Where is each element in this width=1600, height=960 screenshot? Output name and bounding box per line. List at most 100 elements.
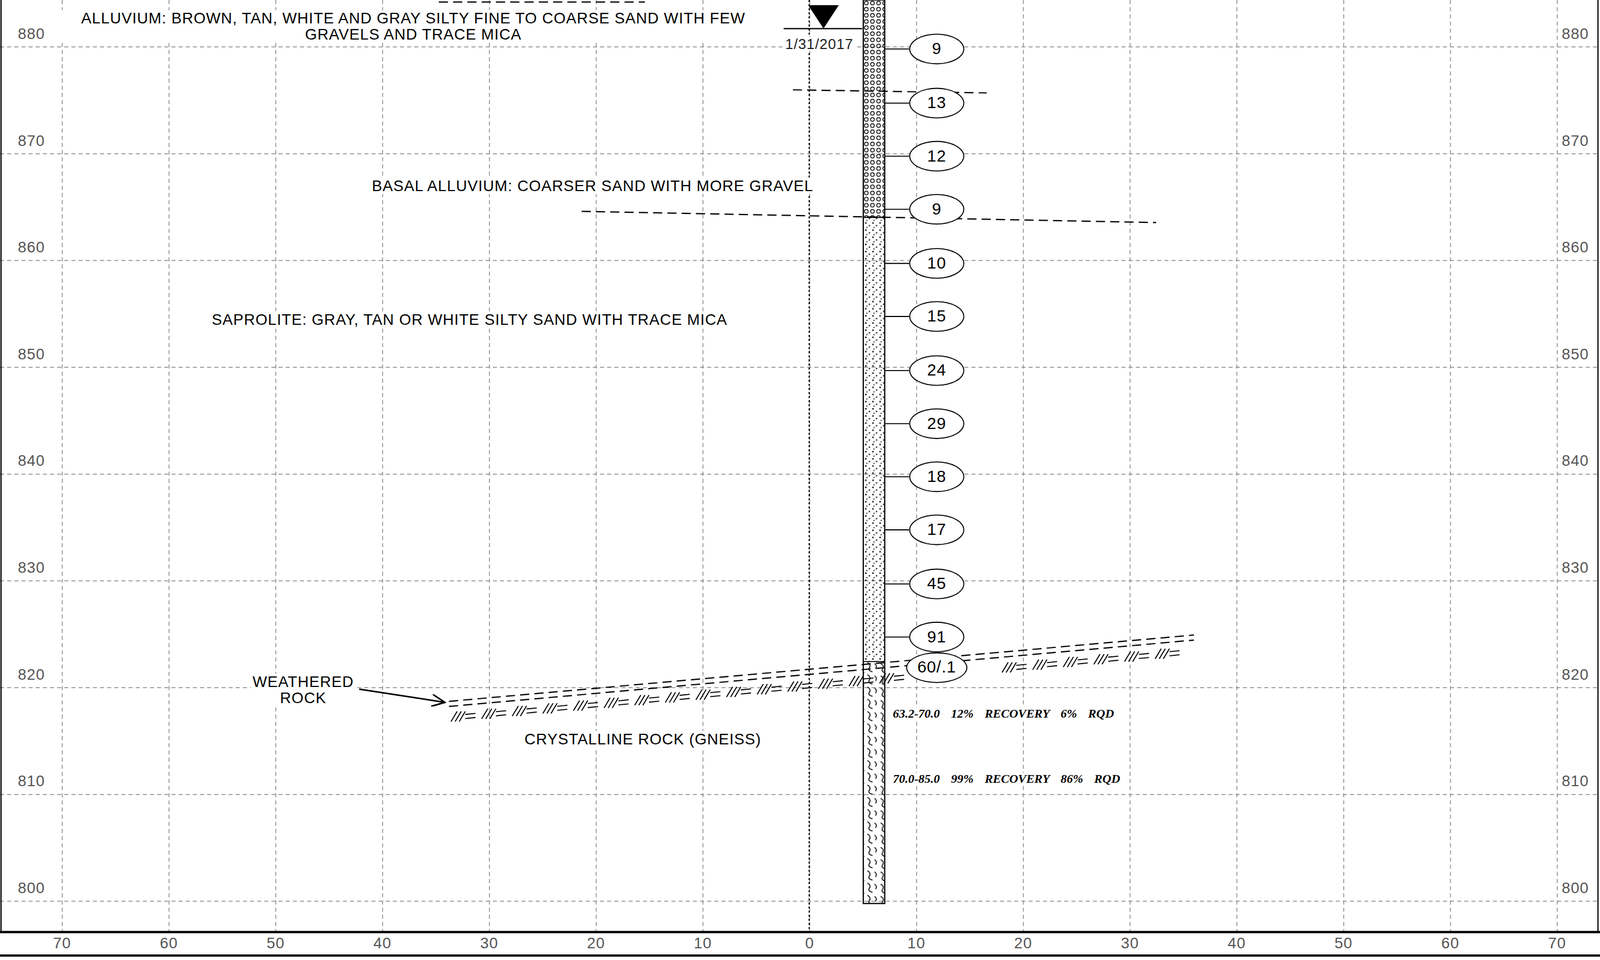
hatch-stroke: [679, 693, 690, 696]
blow-count-oval: 13: [909, 87, 965, 119]
hatch-stroke: [1016, 663, 1027, 665]
blow-count-oval: 10: [909, 247, 965, 279]
blow-count-oval: 17: [909, 514, 965, 545]
grid-line: [702, 0, 704, 932]
hatch-stroke: [703, 689, 711, 700]
leader-arrow: [359, 688, 445, 703]
blow-count: 17: [927, 520, 947, 539]
axis-label: 20: [584, 934, 608, 951]
axis-label: 60: [157, 934, 180, 951]
hatch-stroke: [801, 683, 812, 685]
hatch-stroke: [1138, 653, 1149, 655]
hatch-stroke: [1077, 658, 1088, 660]
sample-tick: [884, 583, 910, 585]
sample-tick: [884, 102, 910, 104]
hatch-stroke: [1163, 648, 1170, 659]
hatch-stroke: [526, 711, 537, 713]
axis-label: 870: [15, 131, 47, 149]
grid-line: [0, 793, 1600, 795]
hatch-stroke: [832, 680, 843, 682]
hatch-stroke: [740, 692, 751, 694]
grid-line: [382, 0, 383, 932]
blow-count: 9: [931, 39, 942, 58]
axis-label: 800: [1559, 879, 1592, 896]
hatch-stroke: [1169, 654, 1180, 656]
grid-line: [0, 367, 1600, 368]
hatch-stroke: [832, 684, 843, 686]
axis-label: 860: [1559, 238, 1592, 256]
blow-count: 13: [927, 94, 947, 113]
rock-label: WEATHERED ROCK: [250, 673, 356, 706]
hatch-stroke: [465, 712, 476, 714]
hatch-stroke: [520, 705, 527, 716]
hatch-stroke: [556, 708, 567, 711]
sample-tick: [884, 476, 910, 478]
core-note: 63.2-70.0 12% RECOVERY 6% RQD: [891, 706, 1117, 720]
axis-label: 830: [1559, 559, 1592, 576]
hatch-stroke: [710, 691, 721, 693]
stratum-label: CRYSTALLINE ROCK (GNEISS): [522, 730, 763, 747]
axis-label: 70: [1545, 934, 1569, 951]
centerline: [808, 0, 810, 932]
axis-label: 820: [15, 666, 47, 683]
hatch-and-ticks: [451, 49, 1180, 722]
hatch-stroke: [679, 698, 690, 700]
axis-label: 30: [478, 934, 501, 951]
grid-line: [0, 153, 1600, 154]
hatch-stroke: [863, 677, 874, 679]
hatch-stroke: [550, 702, 557, 713]
hatch-stroke: [1138, 657, 1149, 659]
blow-count-oval: 29: [909, 408, 965, 439]
blow-count-oval: 91: [909, 621, 965, 653]
axis-label: 840: [1559, 452, 1592, 469]
grid-line: [0, 900, 1600, 902]
hatch-stroke: [1108, 656, 1119, 658]
hatch-stroke: [1010, 662, 1017, 673]
hatch-stroke: [459, 711, 466, 722]
axis-label: 30: [1118, 934, 1142, 951]
grid-line: [0, 580, 1600, 581]
hatch-stroke: [1077, 662, 1088, 664]
blow-count-oval: 9: [909, 33, 965, 65]
axis-label: 60: [1439, 934, 1462, 951]
hatch-stroke: [1102, 653, 1109, 664]
hatch-stroke: [801, 687, 812, 689]
sample-tick: [884, 422, 910, 424]
hatch-stroke: [795, 681, 802, 692]
hatch-stroke: [1016, 668, 1027, 670]
grid-line: [1343, 0, 1344, 932]
sample-tick: [884, 635, 910, 638]
sample-tick: [884, 208, 910, 210]
date-label: 1/31/2017: [783, 36, 856, 52]
hatch-stroke: [1132, 651, 1139, 662]
axis-label: 70: [51, 934, 74, 951]
grid-line: [0, 473, 1600, 474]
hatch-stroke: [887, 672, 894, 683]
hatch-stroke: [893, 678, 904, 680]
hatch-stroke: [648, 700, 659, 702]
grid-line: [1129, 0, 1131, 932]
grid-line: [809, 0, 810, 932]
axis-label: 850: [1559, 345, 1592, 362]
blow-count: 24: [927, 361, 947, 380]
hatch-stroke: [857, 675, 864, 686]
hatch-stroke: [490, 708, 497, 719]
grid-line: [1236, 0, 1237, 932]
blow-count: 91: [927, 627, 947, 647]
axis-label: 50: [1332, 934, 1355, 951]
hatch-stroke: [765, 683, 772, 694]
sample-tick: [884, 262, 910, 264]
sample-tick: [884, 155, 910, 157]
blow-count: 29: [927, 414, 947, 433]
sample-tick: [884, 529, 910, 531]
water-table-symbol: [783, 5, 863, 29]
sample-tick: [884, 315, 910, 317]
blow-count-oval: 9: [909, 193, 965, 225]
hatch-stroke: [771, 690, 782, 692]
stratum-label: BASAL ALLUVIUM: COARSER SAND WITH MORE G…: [369, 177, 816, 194]
axis-label: 850: [15, 345, 47, 362]
axis-label: 810: [15, 772, 47, 789]
frame-line: [0, 0, 2, 932]
axis-label: 40: [371, 934, 394, 951]
